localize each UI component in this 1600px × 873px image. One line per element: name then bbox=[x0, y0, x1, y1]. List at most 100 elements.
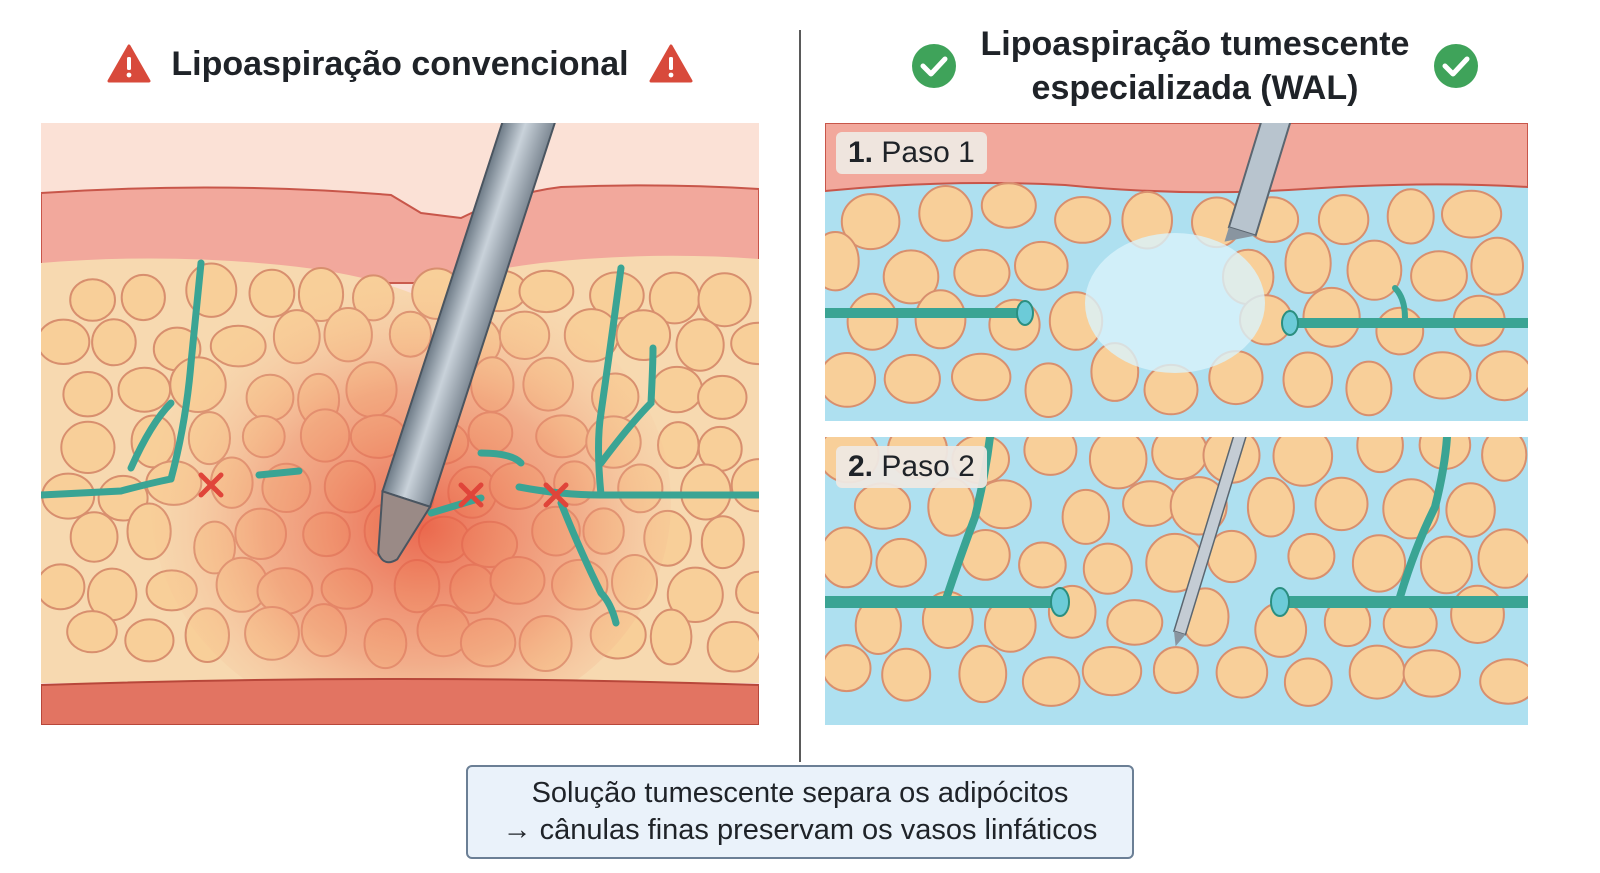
fat-cell bbox=[706, 620, 759, 673]
fat-cell bbox=[958, 644, 1008, 704]
fat-cell bbox=[846, 292, 899, 351]
step1-number: 1. bbox=[848, 136, 874, 169]
fat-cell bbox=[1345, 360, 1393, 417]
fat-cell bbox=[825, 526, 873, 589]
fat-cell bbox=[1419, 535, 1473, 595]
left-title-text: Lipoaspiração convencional bbox=[171, 44, 629, 83]
fat-cell bbox=[1284, 232, 1332, 295]
panel-divider bbox=[799, 30, 801, 762]
step2-label: 2. Paso 2 bbox=[836, 446, 987, 488]
fat-cell bbox=[1445, 482, 1496, 538]
caption-box: Solução tumescente separa os adipócitos … bbox=[466, 765, 1134, 859]
fat-cell bbox=[1287, 532, 1336, 580]
fat-cell bbox=[953, 248, 1011, 298]
fat-cell bbox=[700, 515, 745, 570]
fat-cell bbox=[1314, 476, 1369, 532]
fat-cell bbox=[1215, 646, 1269, 699]
fat-cell bbox=[649, 608, 693, 666]
step2-illustration bbox=[825, 437, 1528, 725]
fat-cell bbox=[66, 610, 118, 654]
fat-cell bbox=[1023, 437, 1078, 476]
fat-cell bbox=[666, 566, 724, 623]
fat-cell bbox=[1410, 250, 1468, 302]
fat-cell bbox=[1402, 649, 1461, 698]
fat-cell bbox=[875, 537, 927, 588]
fat-cell bbox=[1470, 236, 1525, 296]
fat-cell bbox=[1246, 476, 1295, 538]
conventional-liposuction-illustration bbox=[41, 123, 759, 725]
check-circle-icon bbox=[1434, 44, 1479, 88]
fat-cell bbox=[60, 420, 116, 474]
fat-cell bbox=[1283, 657, 1333, 707]
fat-cell bbox=[853, 482, 912, 530]
fat-cell bbox=[1018, 541, 1067, 589]
fat-cell bbox=[1346, 239, 1403, 301]
fat-cell bbox=[1302, 286, 1361, 348]
fat-cell bbox=[1351, 534, 1407, 593]
fat-cell bbox=[1081, 646, 1143, 697]
fat-cell bbox=[69, 511, 119, 563]
lymph-vessels bbox=[825, 285, 1528, 336]
fat-cell bbox=[1356, 437, 1404, 474]
fat-cell bbox=[1441, 189, 1503, 239]
thin-cannula bbox=[1173, 437, 1251, 647]
step2-number: 2. bbox=[848, 450, 874, 483]
fat-cell bbox=[675, 318, 725, 372]
fat-cell bbox=[1413, 351, 1472, 400]
fat-cell bbox=[882, 249, 940, 305]
warning-icon bbox=[107, 44, 151, 83]
fat-cell bbox=[1151, 437, 1209, 481]
fat-cell bbox=[120, 273, 166, 322]
step1-label: 1. Paso 1 bbox=[836, 132, 987, 174]
fat-cell bbox=[41, 563, 86, 611]
fat-cell bbox=[825, 644, 872, 693]
check-circle-icon bbox=[911, 44, 956, 88]
warning-icon bbox=[649, 44, 693, 83]
fat-cell bbox=[1122, 480, 1179, 527]
cannula bbox=[1224, 123, 1295, 242]
fat-cell bbox=[1272, 437, 1334, 487]
fat-cell bbox=[914, 289, 967, 350]
fat-cell bbox=[980, 182, 1037, 229]
fat-cell bbox=[1348, 644, 1406, 700]
fat-cell bbox=[91, 318, 137, 367]
fat-cell bbox=[1450, 584, 1505, 644]
fat-cells bbox=[825, 437, 1528, 707]
fat-cell bbox=[1021, 656, 1081, 707]
fat-cell bbox=[883, 353, 941, 404]
lymph-vessels bbox=[41, 259, 759, 627]
fat-cell bbox=[1054, 196, 1112, 244]
fat-cell bbox=[951, 352, 1012, 402]
fat-cell bbox=[840, 193, 901, 251]
fat-cell bbox=[825, 231, 860, 292]
caption-line1: Solução tumescente separa os adipócitos bbox=[531, 776, 1069, 809]
step2-text: Paso 2 bbox=[881, 450, 975, 483]
fat-cell bbox=[1152, 646, 1199, 695]
fat-cell bbox=[1317, 194, 1370, 246]
step1-text: Paso 1 bbox=[881, 136, 975, 169]
fat-cell bbox=[1014, 240, 1069, 291]
fat-cell bbox=[730, 321, 759, 366]
fat-cells bbox=[825, 182, 1528, 419]
fat-cell bbox=[124, 618, 175, 663]
right-title-line2: especializada (WAL) bbox=[1031, 69, 1359, 107]
right-title-line1: Lipoaspiração tumescente bbox=[980, 24, 1410, 63]
fat-cell bbox=[697, 374, 748, 420]
fat-cell bbox=[1088, 437, 1148, 490]
fat-cell bbox=[650, 365, 704, 414]
fat-cell bbox=[1475, 350, 1528, 402]
fat-cell bbox=[1479, 658, 1528, 705]
fat-cell bbox=[697, 272, 752, 328]
fat-cell bbox=[1375, 306, 1425, 356]
fat-cell bbox=[735, 570, 759, 614]
fat-cell bbox=[69, 278, 116, 322]
fat-cell bbox=[117, 366, 172, 413]
fat-cell bbox=[825, 352, 877, 408]
fat-cell bbox=[62, 371, 113, 418]
damage-marks bbox=[198, 472, 569, 508]
fat-cell bbox=[1082, 542, 1133, 595]
fat-cell bbox=[1481, 437, 1528, 482]
cannula bbox=[377, 123, 568, 564]
right-panel-title: Lipoaspiração tumescente especializada (… bbox=[905, 20, 1485, 112]
fat-cell bbox=[41, 318, 91, 365]
